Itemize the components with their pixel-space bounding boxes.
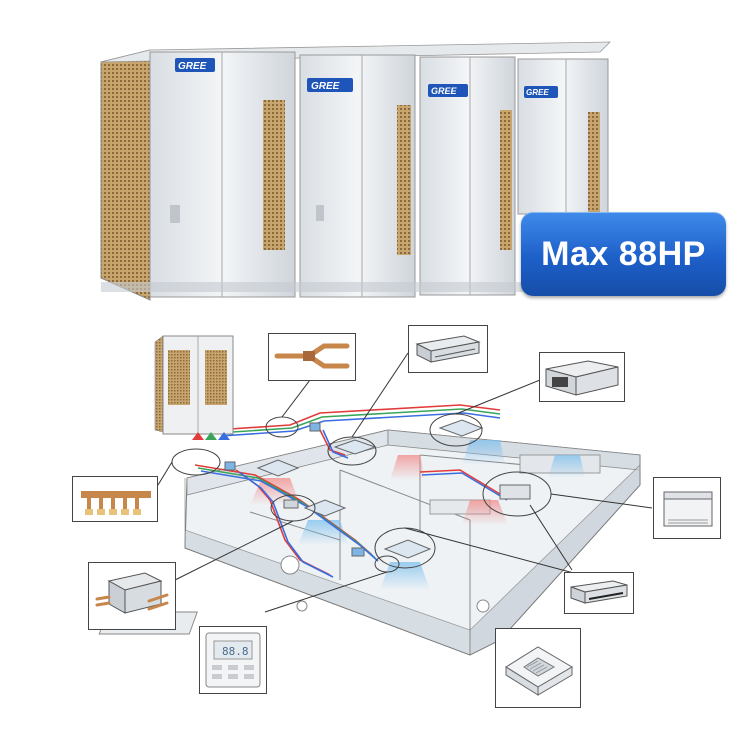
- wired-controller-icon: [205, 632, 261, 688]
- callout-floor-ceiling-unit: [653, 477, 721, 539]
- outdoor-module-4: GREE: [517, 58, 609, 215]
- outdoor-units-row: GREE GREE GREE GREE: [100, 41, 611, 301]
- diagram-outdoor-unit: [154, 335, 234, 440]
- vrf-system-diagram: [98, 335, 653, 656]
- controller-display: 88.8: [222, 645, 249, 658]
- callout-branch-pipe: [268, 333, 356, 381]
- brand-logo-text: GREE: [178, 61, 207, 72]
- svg-text:GREE: GREE: [431, 86, 458, 96]
- outdoor-module-1: GREE: [149, 51, 296, 298]
- header-distributor-icon: [81, 491, 151, 515]
- floor-ceiling-unit-icon: [663, 491, 713, 527]
- air-flow: [250, 440, 585, 590]
- cassette-unit-icon: [505, 646, 573, 696]
- capacity-badge-label: Max 88HP: [541, 234, 706, 273]
- high-static-duct-icon: [545, 360, 619, 396]
- mode-exchanger-icon: [95, 572, 169, 614]
- svg-text:GREE: GREE: [311, 81, 340, 92]
- slim-duct-small-icon: [570, 580, 628, 604]
- svg-text:GREE: GREE: [526, 88, 549, 97]
- outdoor-module-3: GREE: [419, 56, 516, 296]
- capacity-badge: Max 88HP: [521, 212, 726, 296]
- indoor-units: [224, 419, 531, 559]
- outdoor-module-2: GREE: [299, 54, 416, 298]
- callout-wired-controller: 88.8: [199, 626, 267, 694]
- callout-header-distributor: [72, 476, 158, 522]
- callout-duct-unit-large: [539, 352, 625, 402]
- callout-mode-exchanger: [88, 562, 176, 630]
- callout-slim-duct-bottom: [564, 572, 634, 614]
- slim-duct-unit-icon: [415, 335, 481, 363]
- branch-pipe-icon: [274, 343, 350, 369]
- callout-cassette-unit: [495, 628, 581, 708]
- callout-leaders: [157, 352, 653, 613]
- callout-duct-unit-slim: [408, 325, 488, 373]
